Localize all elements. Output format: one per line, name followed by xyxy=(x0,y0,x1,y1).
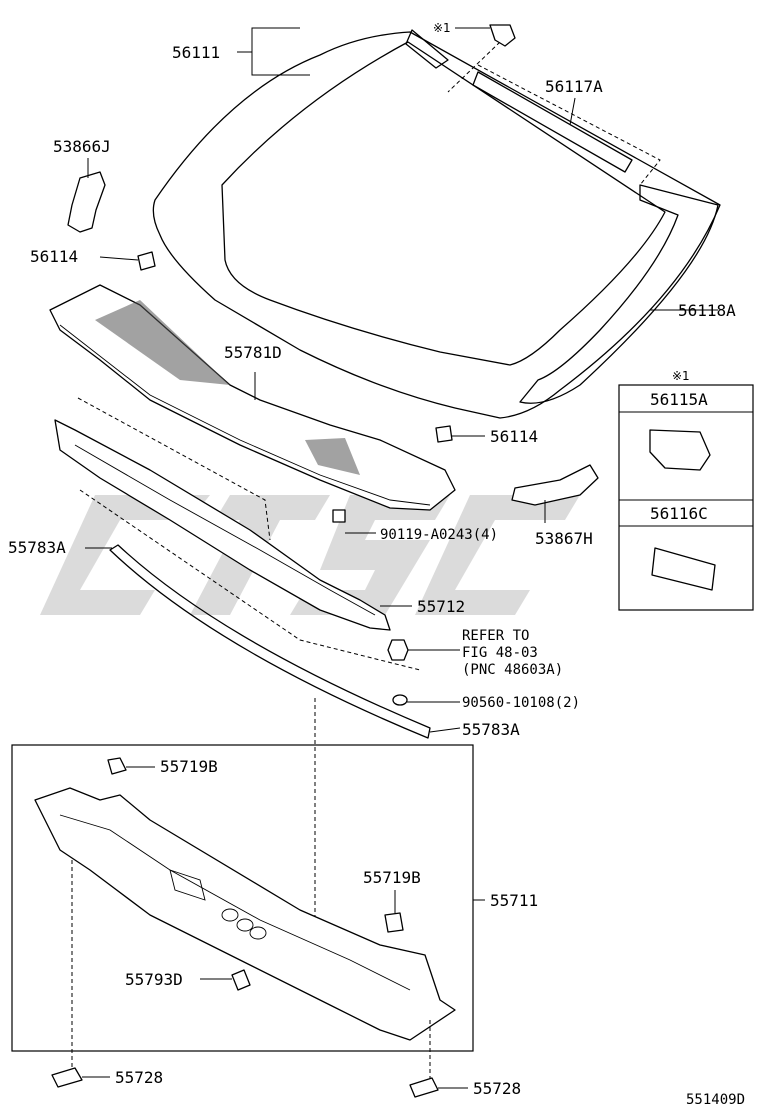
windshield-glass xyxy=(152,29,721,419)
inset-note: ※1 xyxy=(672,369,690,383)
label-53866J: 53866J xyxy=(53,137,111,156)
clip-lower-part xyxy=(435,425,453,443)
clip-upper-part xyxy=(137,251,156,271)
label-refer-line1: REFER TO xyxy=(462,628,529,644)
bolt-part xyxy=(332,509,346,523)
nut-box-part xyxy=(231,969,251,991)
figure-id: 551409D xyxy=(686,1092,745,1108)
weatherstrip-part xyxy=(472,71,633,173)
label-56118A: 56118A xyxy=(678,301,736,320)
clip-box-top-part xyxy=(107,757,127,775)
label-55783A-bottom: 55783A xyxy=(462,720,520,739)
label-56114-upper: 56114 xyxy=(30,247,78,266)
clip-56116C-part xyxy=(651,547,716,591)
label-56116C: 56116C xyxy=(650,504,708,523)
seal-part xyxy=(109,544,431,739)
label-55719B-top: 55719B xyxy=(160,757,218,776)
inset-panel xyxy=(618,384,754,611)
left-bracket-part xyxy=(67,171,106,233)
label-55728-right: 55728 xyxy=(473,1079,521,1098)
label-refer-line3: (PNC 48603A) xyxy=(462,662,563,678)
right-bracket-part xyxy=(511,464,599,506)
label-55712: 55712 xyxy=(417,597,465,616)
ref-dashed-line xyxy=(79,489,421,671)
label-refer-line2: FIG 48-03 xyxy=(462,645,538,661)
ref-dashed-line xyxy=(77,397,271,541)
label-56115A: 56115A xyxy=(650,390,708,409)
label-90119: 90119-A0243(4) xyxy=(380,527,498,543)
ref-dashed-line xyxy=(447,41,501,93)
cap-right-part xyxy=(409,1077,439,1098)
label-56117A: 56117A xyxy=(545,77,603,96)
label-note-ref: ※1 xyxy=(433,21,451,35)
label-55783A-left: 55783A xyxy=(8,538,66,557)
washer-part xyxy=(392,694,408,706)
top-clip-part xyxy=(489,24,516,47)
cowl-louver-part xyxy=(49,284,456,511)
clip-56115A-part xyxy=(649,429,711,471)
cowl-panel-part xyxy=(34,787,456,1041)
sub-assembly-frame xyxy=(11,744,474,1052)
ref-dashed-line xyxy=(477,64,661,186)
label-55793D: 55793D xyxy=(125,970,183,989)
label-56111: 56111 xyxy=(172,43,220,62)
cap-left-part xyxy=(51,1067,83,1088)
label-90560: 90560-10108(2) xyxy=(462,695,580,711)
label-55781D: 55781D xyxy=(224,343,282,362)
cowl-inner-part xyxy=(54,419,391,631)
label-56114-lower: 56114 xyxy=(490,427,538,446)
label-55728-left: 55728 xyxy=(115,1068,163,1087)
label-55719B-right: 55719B xyxy=(363,868,421,887)
leader-lines xyxy=(82,27,718,1089)
nut-part xyxy=(387,639,409,661)
clip-box-right-part xyxy=(384,912,404,933)
label-53867H: 53867H xyxy=(535,529,593,548)
label-55711: 55711 xyxy=(490,891,538,910)
